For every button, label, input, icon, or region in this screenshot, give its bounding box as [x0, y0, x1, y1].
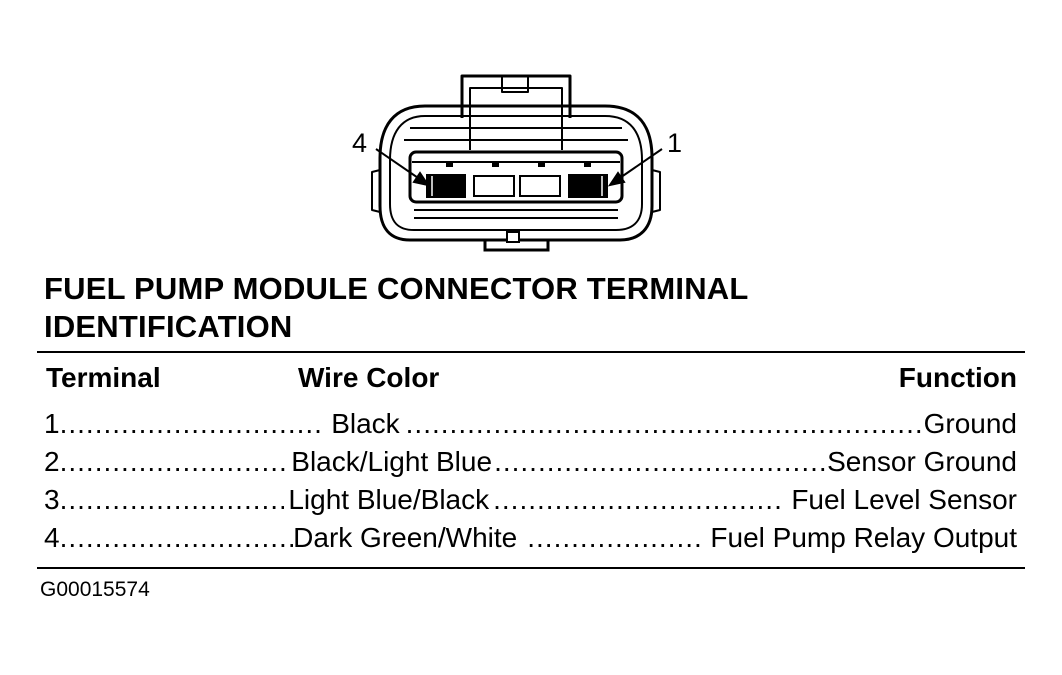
callout-terminal-1: 1: [667, 128, 682, 158]
table-row: 2 Black/Light Blue Sensor Ground: [44, 446, 1017, 482]
row-leader-dots: [60, 408, 326, 440]
row-leader-dots: [406, 408, 924, 440]
table-top-rule: [37, 351, 1025, 353]
column-header-function: Function: [898, 362, 1017, 393]
figure-title: FUEL PUMP MODULE CONNECTOR TERMINAL IDEN…: [44, 270, 844, 346]
connector-bottom-key: [483, 240, 550, 252]
row-function: Fuel Level Sensor: [791, 484, 1017, 515]
figure-title-line-1: FUEL PUMP MODULE CONNECTOR TERMINAL: [44, 271, 749, 306]
figure-title-line-2: IDENTIFICATION: [44, 309, 293, 344]
row-wire-color: Dark Green/White: [293, 522, 518, 553]
connector-shell: [378, 104, 654, 242]
terminal-3-cavity: [473, 175, 515, 197]
row-function: Ground: [923, 408, 1017, 439]
column-header-terminal: Terminal: [46, 362, 161, 393]
row-terminal: 1: [44, 408, 60, 439]
row-leader-dots: [494, 446, 827, 478]
row-function: Fuel Pump Relay Output: [710, 522, 1017, 553]
callout-terminal-4: 4: [352, 128, 367, 158]
row-wire-color: Black: [331, 408, 400, 439]
table-row: 3 Light Blue/Black Fuel Level Sensor: [44, 484, 1017, 520]
row-terminal: 3: [44, 484, 60, 515]
row-leader-dots: [60, 446, 290, 478]
figure-id: G00015574: [40, 578, 150, 601]
row-terminal: 2: [44, 446, 60, 477]
table-row: 4 Dark Green/White Fuel Pump Relay Outpu…: [44, 522, 1017, 558]
row-leader-dots: [527, 522, 702, 554]
terminal-2-cavity: [519, 175, 561, 197]
row-wire-color: Light Blue/Black: [288, 484, 490, 515]
row-terminal: 4: [44, 522, 60, 553]
table-row: 1 Black Ground: [44, 408, 1017, 444]
connector-diagram: 4 1: [352, 74, 682, 252]
row-function: Sensor Ground: [827, 446, 1017, 477]
row-leader-dots: [493, 484, 785, 516]
row-leader-dots: [60, 522, 294, 554]
connector-latch: [460, 74, 572, 118]
column-header-wire-color: Wire Color: [298, 362, 440, 393]
row-leader-dots: [60, 484, 285, 516]
table-bottom-rule: [37, 567, 1025, 569]
row-wire-color: Black/Light Blue: [291, 446, 493, 477]
